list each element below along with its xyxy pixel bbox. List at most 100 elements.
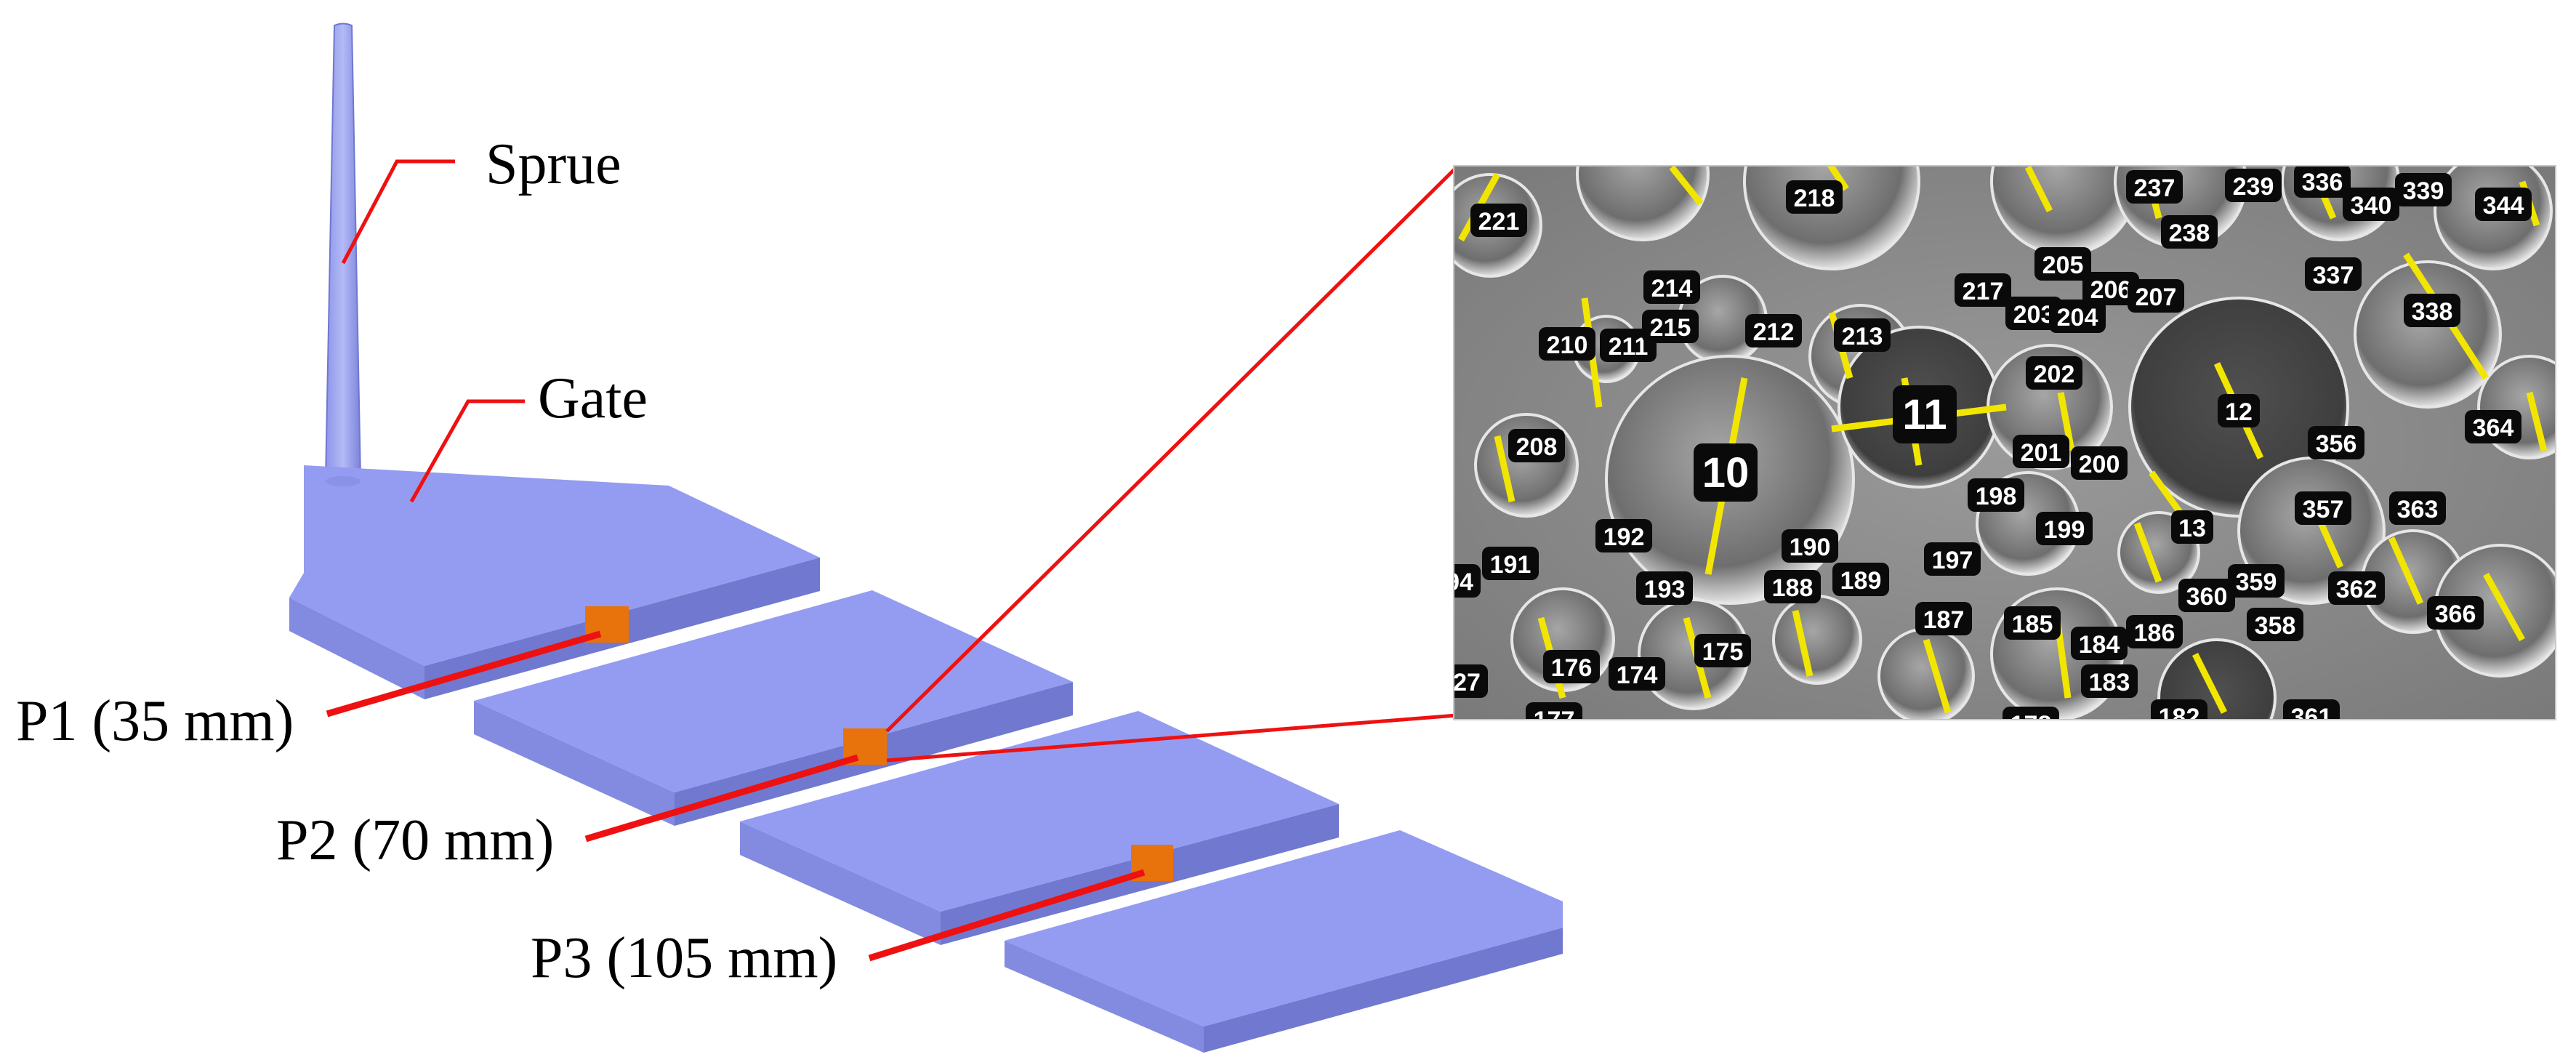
svg-text:239: 239	[2233, 173, 2274, 201]
gate-label: Gate	[538, 366, 648, 430]
sem-frame	[1453, 165, 2556, 720]
p1-label: P1 (35 mm)	[16, 689, 294, 753]
svg-text:12: 12	[2225, 398, 2253, 426]
sem-cell-label: 217	[1955, 273, 2011, 307]
sem-measure-line	[2483, 572, 2525, 642]
svg-text:27: 27	[1453, 669, 1481, 696]
svg-text:190: 190	[1790, 534, 1831, 561]
sem-cell-label: 94	[1446, 564, 1481, 598]
sem-cell-label: 193	[1636, 571, 1693, 605]
svg-text:217: 217	[1963, 278, 2004, 305]
svg-text:187: 187	[1923, 606, 1965, 634]
sem-cell-label: 363	[2389, 491, 2446, 525]
zoom-line-bottom	[886, 713, 1457, 763]
sprue-base	[326, 476, 361, 486]
svg-text:218: 218	[1794, 185, 1835, 212]
sem-cell-label: 207	[2128, 279, 2184, 313]
sem-cell-label: 178	[2003, 707, 2059, 739]
sem-cell-label: 176	[1543, 650, 1600, 683]
svg-text:344: 344	[2483, 192, 2524, 220]
svg-text:94: 94	[1446, 568, 1473, 596]
sem-measure-line	[1923, 638, 1952, 714]
svg-text:215: 215	[1650, 314, 1691, 342]
sem-cell-label: 339	[2395, 173, 2452, 206]
sem-cell-label: 187	[1915, 602, 1972, 635]
sem-cell-label: 192	[1595, 519, 1652, 552]
svg-text:200: 200	[2079, 451, 2120, 478]
p3-label: P3 (105 mm)	[531, 926, 837, 990]
sem-cell-label: 239	[2225, 169, 2282, 202]
sem-measure-line	[1827, 166, 1849, 191]
gate-plate-side	[289, 598, 424, 699]
sem-cell-label: 175	[1694, 634, 1751, 667]
svg-text:202: 202	[2034, 361, 2075, 388]
svg-text:198: 198	[1976, 483, 2017, 510]
sem-cell-label: 336	[2294, 166, 2351, 198]
svg-text:176: 176	[1551, 654, 1593, 682]
sem-cell-label: 206	[2082, 272, 2139, 305]
sem-measure-line	[2024, 166, 2053, 213]
svg-text:13: 13	[2178, 515, 2206, 542]
svg-text:199: 199	[2044, 516, 2085, 544]
plate-4-top	[1005, 830, 1563, 1026]
plate-4-front	[1204, 928, 1563, 1053]
svg-text:336: 336	[2302, 169, 2343, 196]
svg-text:212: 212	[1753, 318, 1795, 346]
sem-cell-label: 197	[1924, 542, 1981, 576]
svg-text:197: 197	[1932, 547, 1973, 574]
sem-cell-label: 221	[1470, 204, 1527, 237]
svg-text:238: 238	[2169, 220, 2210, 247]
svg-text:356: 356	[2316, 430, 2357, 458]
svg-text:201: 201	[2021, 439, 2062, 467]
sem-cell-label: 364	[2465, 410, 2521, 443]
sem-cell-label: 205	[2034, 247, 2091, 281]
sem-measure-line	[1494, 435, 1516, 502]
svg-text:191: 191	[1490, 551, 1531, 579]
sem-cell-label: 366	[2427, 596, 2484, 630]
svg-text:203: 203	[2013, 301, 2055, 329]
gate-plate-top	[289, 465, 820, 666]
sem-measure-line	[2191, 652, 2228, 715]
svg-text:366: 366	[2435, 600, 2476, 628]
svg-text:360: 360	[2186, 583, 2228, 611]
svg-text:178: 178	[2011, 711, 2052, 739]
svg-text:184: 184	[2079, 631, 2120, 659]
sem-measure-line	[2057, 392, 2075, 451]
sem-cell-label: 237	[2126, 170, 2183, 204]
sem-cell-label: 208	[1508, 429, 1565, 462]
sem-cell-label: 361	[2283, 699, 2340, 720]
sem-cell-label: 212	[1745, 314, 1802, 347]
svg-text:338: 338	[2412, 298, 2453, 326]
sem-cell-label: 218	[1786, 180, 1843, 214]
svg-text:337: 337	[2313, 262, 2354, 289]
sem-cell-label: 186	[2126, 615, 2183, 648]
sem-cell-label: 344	[2475, 188, 2532, 221]
svg-text:183: 183	[2089, 669, 2130, 696]
sem-measure-line	[2133, 522, 2162, 583]
sem-cell-label: 202	[2026, 356, 2082, 390]
sem-cell-label: 362	[2328, 571, 2385, 605]
sem-cell-label: 238	[2161, 215, 2218, 249]
plate-3-side	[740, 821, 941, 945]
svg-text:182: 182	[2159, 704, 2200, 731]
svg-text:339: 339	[2403, 177, 2444, 205]
sem-cell-label: 213	[1834, 318, 1891, 352]
plate-2-top	[474, 590, 1073, 792]
svg-text:192: 192	[1603, 523, 1645, 551]
svg-text:188: 188	[1772, 574, 1814, 602]
svg-text:185: 185	[2012, 611, 2053, 638]
svg-text:11: 11	[1902, 391, 1947, 438]
svg-text:189: 189	[1840, 567, 1882, 595]
zoom-line-top	[885, 166, 1458, 733]
sem-cell-label: 188	[1764, 570, 1821, 603]
svg-text:363: 363	[2397, 496, 2439, 523]
svg-text:208: 208	[1516, 433, 1558, 461]
gate-leader	[409, 399, 525, 503]
svg-text:174: 174	[1617, 662, 1658, 689]
svg-text:10: 10	[1702, 449, 1750, 497]
sem-cell-label: 191	[1482, 547, 1539, 580]
sem-measure-line	[1792, 610, 1814, 677]
sem-cell-label: 185	[2004, 606, 2061, 640]
sem-large-cell-label: 11	[1893, 385, 1957, 443]
